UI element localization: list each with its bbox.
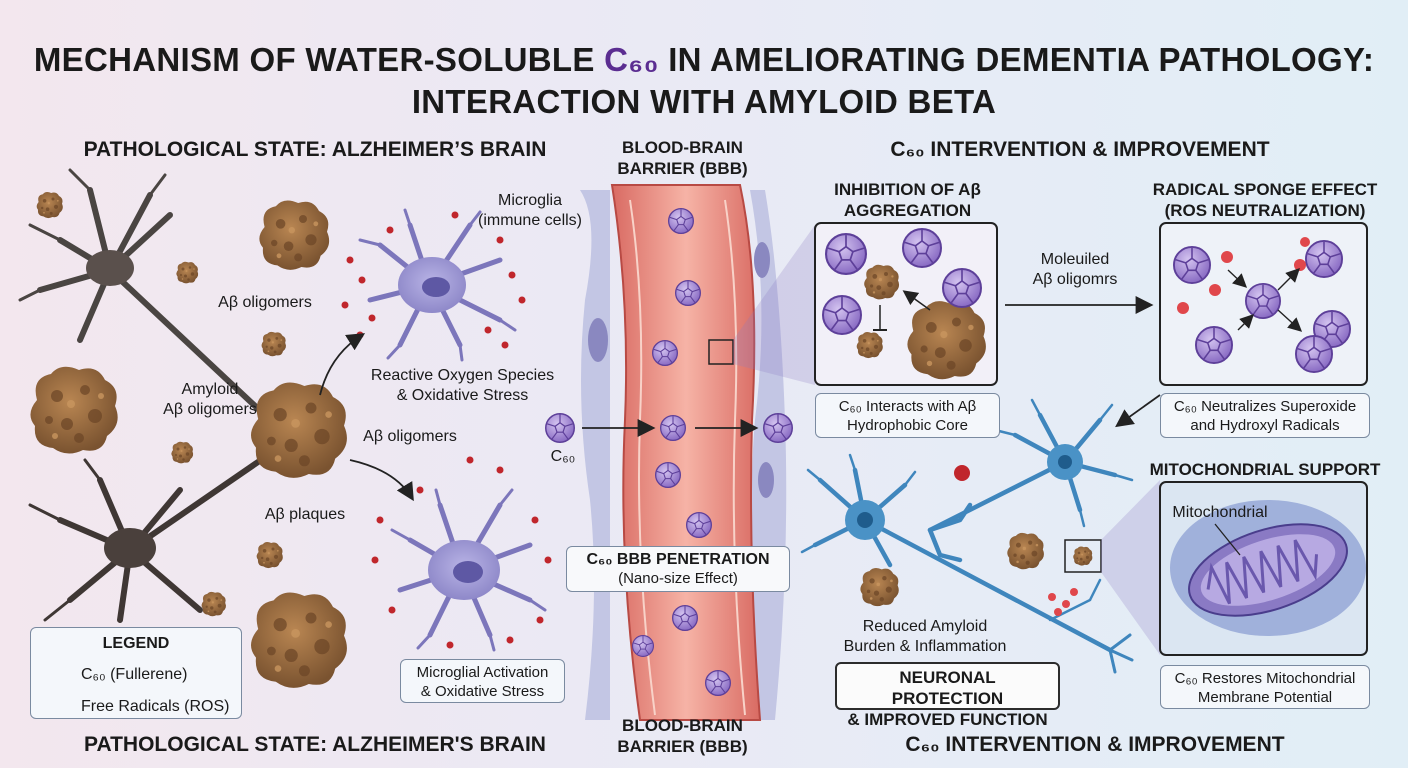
- label-reduced-amyloid: Reduced Amyloid Burden & Inflammation: [843, 618, 1007, 655]
- neuron-dark-top: [18, 168, 273, 423]
- amyloid-oligomer: [856, 332, 883, 359]
- arrow-sponge-to-neuron: [1115, 394, 1161, 428]
- fullerene: [902, 228, 942, 268]
- inhibition-arrow: [902, 290, 931, 311]
- right-header-bottom: C₆₀ INTERVENTION & IMPROVEMENT: [905, 733, 1285, 756]
- sponge-arrows: [1227, 268, 1303, 332]
- sponge-box: C₆₀ Neutralizes Superoxide and Hydroxyl …: [1160, 393, 1370, 438]
- fullerene: [822, 295, 862, 335]
- amyloid-oligomer: [171, 441, 194, 464]
- bbb-penetration-sub: (Nano-size Effect): [618, 570, 738, 587]
- label-ab-oligomers-top: Aβ oligomers: [218, 294, 312, 311]
- fullerene: [1195, 326, 1233, 364]
- left-header-bottom: PATHOLOGICAL STATE: ALZHEIMER'S BRAIN: [84, 733, 546, 756]
- zoom-projection-mito: [1101, 480, 1160, 655]
- mito-pointer: [1214, 523, 1241, 556]
- neuronal-protection-box: NEURONAL PROTECTION & IMPROVED FUNCTION: [835, 662, 1060, 729]
- sponge-title: RADICAL SPONGE EFFECT (ROS NEUTRALIZATIO…: [1152, 180, 1378, 220]
- fullerene: [1295, 335, 1333, 373]
- fullerene-entering: [545, 413, 575, 443]
- neuron-nucleus: [1058, 455, 1072, 469]
- zoom-projection: [733, 225, 815, 385]
- arrow-to-microglia-bottom: [349, 459, 414, 502]
- amyloid-oligomer: [256, 542, 283, 569]
- label-c60: C₆₀: [550, 448, 576, 465]
- amyloid-oligomer: [864, 264, 900, 300]
- amyloid-oligomer: [201, 591, 226, 617]
- fullerene: [825, 233, 867, 275]
- legend-item-c60: C₆₀ (Fullerene): [81, 666, 188, 683]
- amyloid-plaque: [30, 366, 118, 454]
- neuron-soma-top: [86, 250, 134, 286]
- amyloid-oligomer: [261, 331, 286, 357]
- neuron-soma-bottom: [104, 528, 156, 568]
- fullerene: [1173, 246, 1211, 284]
- label-amyloid-oligomers: Amyloid Aβ oligomers: [163, 381, 257, 418]
- amyloid-oligomer: [36, 192, 63, 219]
- neuron-blue-left: [800, 453, 1134, 674]
- mitochondrion: [1188, 523, 1348, 617]
- amyloid-plaque: [251, 592, 347, 688]
- zoom-box-vessel: [708, 339, 734, 365]
- amyloid-aggregate: [907, 301, 986, 380]
- fullerene-exiting: [763, 413, 793, 443]
- label-ros: Reactive Oxygen Species & Oxidative Stre…: [370, 367, 555, 404]
- free-radicals-cluster-bottom: [371, 456, 552, 649]
- label-mitochondrial: Mitochondrial: [1172, 504, 1268, 521]
- left-header-top: PATHOLOGICAL STATE: ALZHEIMER’S BRAIN: [83, 138, 547, 161]
- inhibition-title: INHIBITION OF Aβ AGGREGATION: [834, 180, 981, 220]
- free-radicals-cluster-top: [341, 211, 526, 349]
- amyloid-reduced: [1007, 532, 1044, 570]
- neuron-nucleus: [857, 512, 873, 528]
- fullerene: [1305, 240, 1343, 278]
- diagram-title-line1: MECHANISM OF WATER-SOLUBLE C₆₀ IN AMELIO…: [33, 41, 1375, 78]
- arrow-to-microglia-top: [319, 333, 366, 396]
- amyloid-plaque: [259, 200, 330, 270]
- bbb-header-bottom: BLOOD-BRAIN BARRIER (BBB): [617, 716, 748, 756]
- mito-box: C₆₀ Restores Mitochondrial Membrane Pote…: [1160, 665, 1370, 709]
- legend-box: LEGEND C₆₀ (Fullerene) Free Radicals (RO…: [30, 627, 242, 719]
- free-radicals-sponge: [1177, 237, 1310, 314]
- amyloid-oligomer: [176, 261, 199, 284]
- fullerene-central: [1245, 283, 1281, 319]
- label-ab-plaques: Aβ plaques: [264, 506, 346, 523]
- neuron-blue-right: [927, 398, 1134, 563]
- bbb-header-top: BLOOD-BRAIN BARRIER (BBB): [617, 138, 748, 178]
- inhibition-box: C₆₀ Interacts with Aβ Hydrophobic Core: [815, 393, 1000, 438]
- neuron-dark-bottom: [28, 437, 293, 623]
- free-radical: [954, 465, 970, 481]
- free-radicals-small: [1048, 588, 1078, 616]
- mito-title: MITOCHONDRIAL SUPPORT: [1149, 460, 1381, 479]
- bbb-penetration-box: C₆₀ BBB PENETRATION (Nano-size Effect): [566, 546, 790, 592]
- legend-title: LEGEND: [102, 635, 170, 652]
- amyloid-in-zoom: [1073, 546, 1093, 566]
- label-microglia: Microglia (immune cells): [477, 192, 582, 229]
- legend-item-ros: Free Radicals (ROS): [81, 698, 230, 715]
- microglia-bottom: [390, 488, 547, 652]
- microglial-activation-box: Microglial Activation & Oxidative Stress: [400, 659, 565, 703]
- diagram-title-line2: INTERACTION WITH AMYLOID BETA: [411, 83, 997, 120]
- bbb-penetration-title: C₆₀ BBB PENETRATION: [586, 551, 770, 568]
- right-header-top: C₆₀ INTERVENTION & IMPROVEMENT: [890, 138, 1270, 161]
- label-ab-oligomers-mid: Aβ oligomers: [363, 428, 457, 445]
- microglia-top: [358, 208, 517, 362]
- fullerene: [942, 268, 982, 308]
- label-moleuiled: Moleuiled Aβ oligomrs: [1032, 251, 1118, 288]
- amyloid-reduced: [860, 567, 899, 607]
- zoom-box-mito: [1064, 539, 1102, 573]
